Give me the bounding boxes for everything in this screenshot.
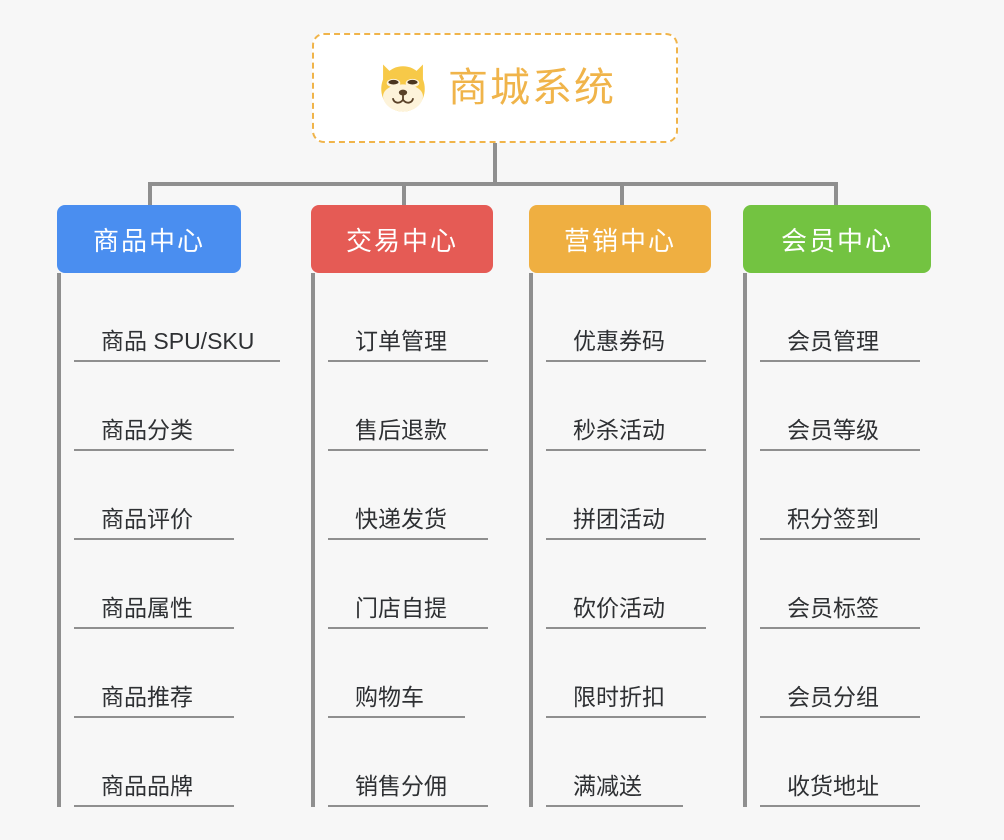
leaf-label: 积分签到 [787,505,879,532]
leaf-label: 满减送 [573,772,642,799]
connector-root-stem [493,143,497,185]
leaf-label: 商品分类 [101,416,193,443]
list-item[interactable]: 拼团活动 [546,451,706,540]
list-item[interactable]: 优惠券码 [546,273,706,362]
leaf-label: 门店自提 [355,594,447,621]
category-header-trade[interactable]: 交易中心 [311,205,493,273]
category-column-trade: 交易中心 订单管理 售后退款 快递发货 门店自提 购物车 销售分佣 [311,205,511,807]
leaf-label: 快递发货 [355,505,447,532]
list-item[interactable]: 会员等级 [760,362,920,451]
root-node[interactable]: 商城系统 [312,33,678,143]
list-item[interactable]: 商品 SPU/SKU [74,273,280,362]
list-item[interactable]: 销售分佣 [328,718,488,807]
list-item[interactable]: 积分签到 [760,451,920,540]
leaf-label: 商品品牌 [101,772,193,799]
shiba-dog-icon [381,64,425,112]
connector-drop-2 [402,182,406,208]
leaf-label: 商品属性 [101,594,193,621]
leaf-label: 商品 SPU/SKU [101,327,255,354]
list-item[interactable]: 商品推荐 [74,629,234,718]
leaf-label: 会员标签 [787,594,879,621]
leaf-label: 会员等级 [787,416,879,443]
category-header-marketing[interactable]: 营销中心 [529,205,711,273]
list-item[interactable]: 满减送 [546,718,683,807]
root-title: 商城系统 [448,66,616,110]
leaf-label: 售后退款 [355,416,447,443]
leaf-label: 会员管理 [787,327,879,354]
list-item[interactable]: 订单管理 [328,273,488,362]
list-item[interactable]: 限时折扣 [546,629,706,718]
list-item[interactable]: 会员管理 [760,273,920,362]
list-item[interactable]: 会员分组 [760,629,920,718]
leaf-label: 订单管理 [355,327,447,354]
connector-drop-1 [148,182,152,208]
leaf-list-trade: 订单管理 售后退款 快递发货 门店自提 购物车 销售分佣 [311,273,511,807]
leaf-list-marketing: 优惠券码 秒杀活动 拼团活动 砍价活动 限时折扣 满减送 [529,273,729,807]
list-item[interactable]: 门店自提 [328,540,488,629]
leaf-label: 商品推荐 [101,683,193,710]
leaf-label: 限时折扣 [573,683,665,710]
category-title: 营销中心 [563,225,676,256]
leaf-label: 商品评价 [101,505,193,532]
list-item[interactable]: 砍价活动 [546,540,706,629]
list-item[interactable]: 商品评价 [74,451,234,540]
list-item[interactable]: 会员标签 [760,540,920,629]
leaf-label: 购物车 [355,683,424,710]
leaf-label: 销售分佣 [355,772,447,799]
list-item[interactable]: 商品分类 [74,362,234,451]
category-header-member[interactable]: 会员中心 [743,205,931,273]
category-title: 会员中心 [780,225,893,256]
connector-drop-3 [620,182,624,208]
leaf-list-member: 会员管理 会员等级 积分签到 会员标签 会员分组 收货地址 [743,273,943,807]
category-column-member: 会员中心 会员管理 会员等级 积分签到 会员标签 会员分组 收货地址 [743,205,943,807]
leaf-label: 拼团活动 [573,505,665,532]
category-title: 交易中心 [345,225,458,256]
list-item[interactable]: 商品属性 [74,540,234,629]
category-column-marketing: 营销中心 优惠券码 秒杀活动 拼团活动 砍价活动 限时折扣 满减送 [529,205,729,807]
list-item[interactable]: 商品品牌 [74,718,234,807]
leaf-label: 优惠券码 [573,327,665,354]
leaf-label: 秒杀活动 [573,416,665,443]
leaf-list-product: 商品 SPU/SKU 商品分类 商品评价 商品属性 商品推荐 商品品牌 [57,273,293,807]
list-item[interactable]: 购物车 [328,629,465,718]
connector-horizontal-bus [148,182,838,186]
leaf-label: 会员分组 [787,683,879,710]
category-column-product: 商品中心 商品 SPU/SKU 商品分类 商品评价 商品属性 商品推荐 商品品牌 [57,205,293,807]
category-title: 商品中心 [92,225,205,256]
connector-drop-4 [834,182,838,208]
list-item[interactable]: 秒杀活动 [546,362,706,451]
category-header-product[interactable]: 商品中心 [57,205,241,273]
list-item[interactable]: 快递发货 [328,451,488,540]
leaf-label: 砍价活动 [573,594,665,621]
list-item[interactable]: 售后退款 [328,362,488,451]
leaf-label: 收货地址 [787,772,879,799]
list-item[interactable]: 收货地址 [760,718,920,807]
